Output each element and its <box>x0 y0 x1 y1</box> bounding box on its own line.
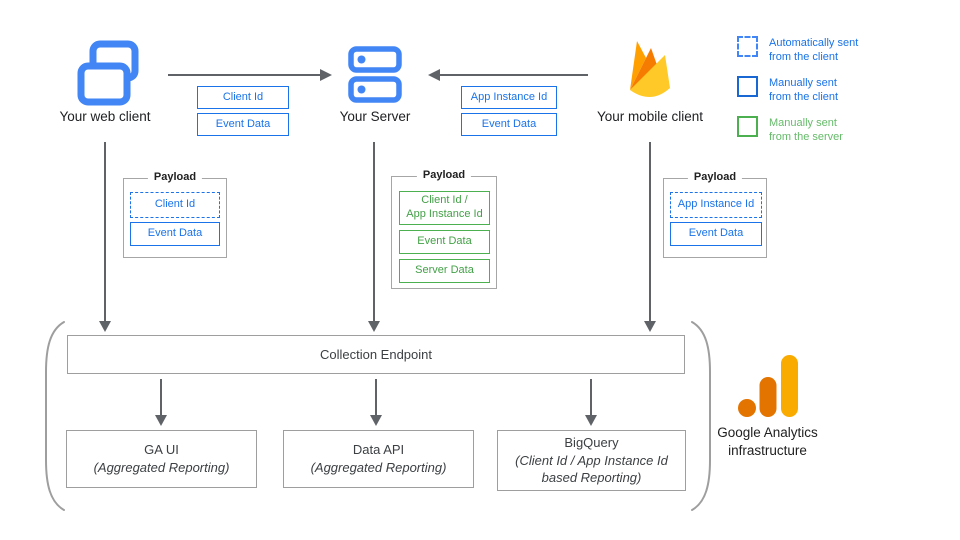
payload-server: Payload Client Id / App Instance Id Even… <box>391 169 497 289</box>
arrowhead-web-to-endpoint-icon <box>99 321 111 332</box>
legend-swatch-manual-client <box>737 76 758 97</box>
arrow-web-to-server <box>168 74 322 76</box>
arrowhead-endpoint-to-gaui-icon <box>155 415 167 426</box>
output-name: GA UI <box>144 442 179 458</box>
output-detail: (Client Id / App Instance Id based Repor… <box>515 452 668 486</box>
web-client-label: Your web client <box>59 109 151 124</box>
google-analytics-logo-icon <box>738 355 798 417</box>
ga-infrastructure-label: Google Analytics infrastructure <box>717 425 818 459</box>
output-name: Data API <box>352 442 405 458</box>
output-box-ga-ui: GA UI (Aggregated Reporting) <box>66 430 257 488</box>
legend-label-manual-client: Manually sent from the client <box>769 77 839 104</box>
flow-field-event-data: Event Data <box>197 113 289 136</box>
payload-server-event-data: Event Data <box>399 230 490 254</box>
payload-server-title: Payload <box>416 169 472 181</box>
arrow-mobile-to-endpoint <box>649 142 651 322</box>
output-box-bigquery: BigQuery (Client Id / App Instance Id ba… <box>497 430 686 491</box>
payload-mobile-app-instance-id: App Instance Id <box>670 192 762 218</box>
payload-server-client-app-id: Client Id / App Instance Id <box>399 191 490 225</box>
payload-web-event-data: Event Data <box>130 222 220 246</box>
payload-server-server-data: Server Data <box>399 259 490 283</box>
output-detail: (Aggregated Reporting) <box>93 460 230 475</box>
arrow-mobile-to-server <box>440 74 588 76</box>
payload-web: Payload Client Id Event Data <box>123 171 227 258</box>
arrow-server-to-endpoint <box>373 142 375 322</box>
arrow-endpoint-to-dataapi <box>375 379 377 417</box>
server-label: Your Server <box>339 109 411 124</box>
firebase-icon <box>630 41 670 98</box>
bracket-right-icon <box>691 321 711 511</box>
output-detail: (Aggregated Reporting) <box>310 460 447 475</box>
payload-web-title: Payload <box>147 171 203 183</box>
bracket-left-icon <box>45 321 65 511</box>
arrow-endpoint-to-gaui <box>160 379 162 417</box>
arrowhead-web-to-server-icon <box>320 69 332 81</box>
flow-field-client-id: Client Id <box>197 86 289 109</box>
collection-endpoint-label: Collection Endpoint <box>319 347 433 362</box>
arrowhead-endpoint-to-dataapi-icon <box>370 415 382 426</box>
output-name: BigQuery <box>564 435 619 451</box>
payload-mobile: Payload App Instance Id Event Data <box>663 171 767 258</box>
payload-web-client-id: Client Id <box>130 192 220 218</box>
legend-swatch-auto-client <box>737 36 758 57</box>
legend-label-manual-server: Manually sent from the server <box>769 117 843 144</box>
web-client-icon <box>77 40 139 106</box>
output-box-data-api: Data API (Aggregated Reporting) <box>283 430 474 488</box>
arrowhead-mobile-to-endpoint-icon <box>644 321 656 332</box>
arrowhead-server-to-endpoint-icon <box>368 321 380 332</box>
arrowhead-mobile-to-server-icon <box>428 69 440 81</box>
legend-label-auto-client: Automatically sent from the client <box>769 37 859 64</box>
collection-endpoint-box: Collection Endpoint <box>67 335 685 374</box>
payload-mobile-event-data: Event Data <box>670 222 762 246</box>
payload-mobile-title: Payload <box>687 171 743 183</box>
legend-swatch-manual-server <box>737 116 758 137</box>
server-icon <box>348 46 402 103</box>
arrow-endpoint-to-bigquery <box>590 379 592 417</box>
flow-field-event-data: Event Data <box>461 113 557 136</box>
flow-field-app-instance-id: App Instance Id <box>461 86 557 109</box>
arrow-web-to-endpoint <box>104 142 106 322</box>
arrowhead-endpoint-to-bigquery-icon <box>585 415 597 426</box>
mobile-client-label: Your mobile client <box>596 109 704 124</box>
